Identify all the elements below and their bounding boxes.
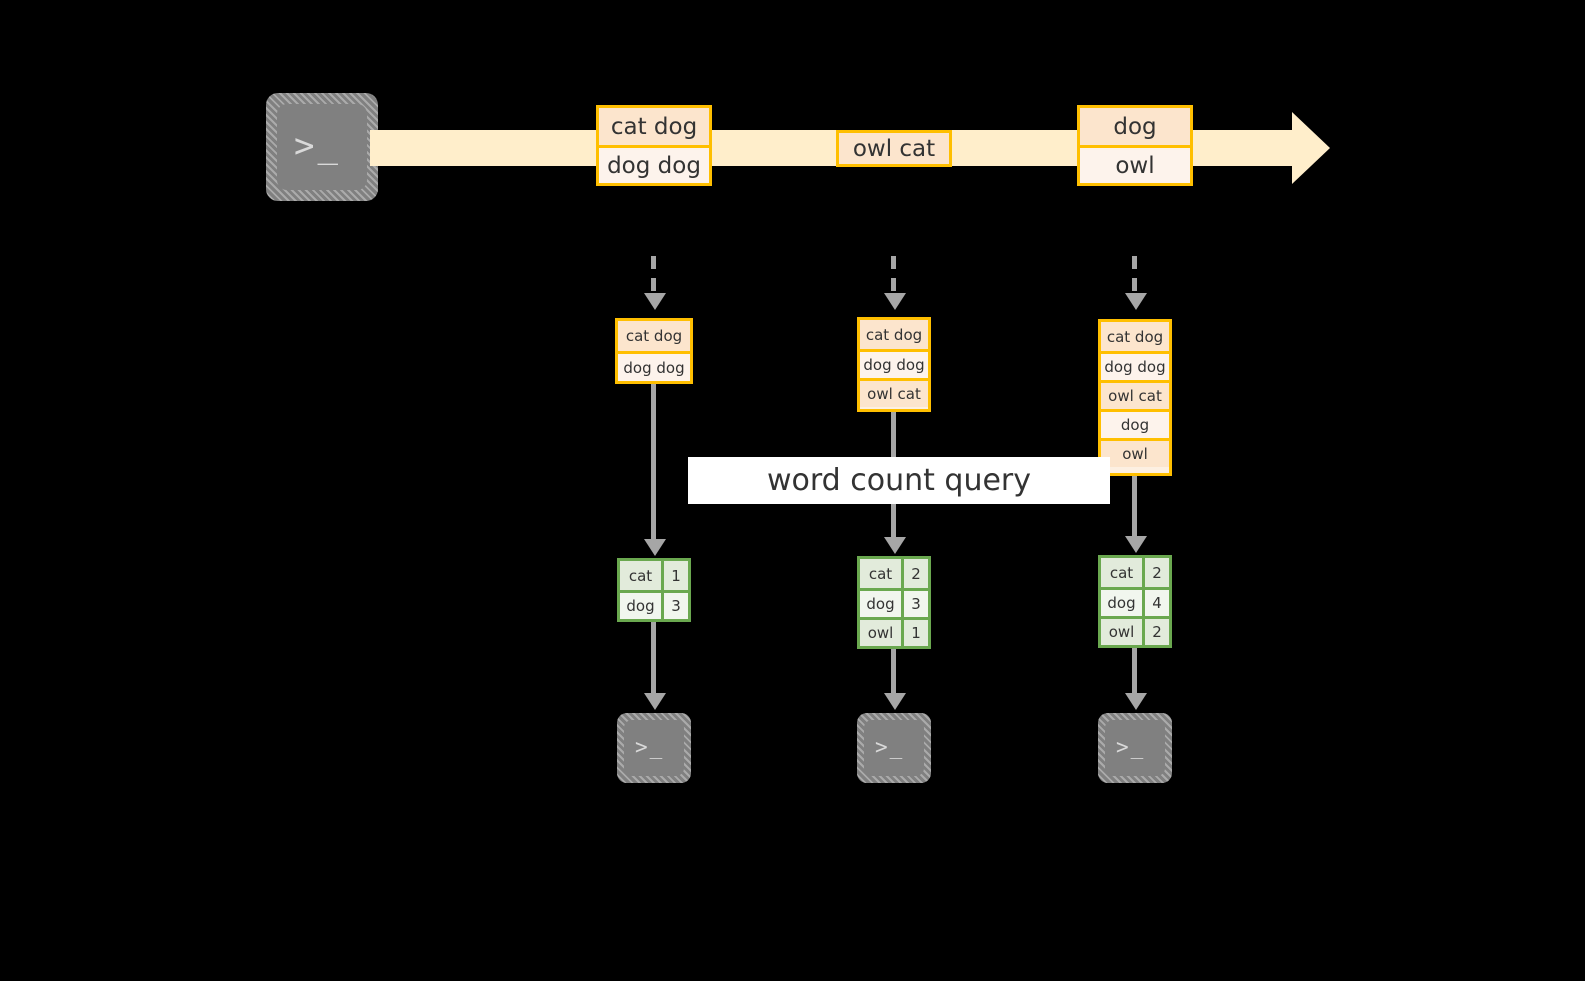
- input-table-row: cat dog: [618, 321, 690, 351]
- result-row: dog 3: [620, 590, 688, 619]
- stream-event-line: dog dog: [599, 145, 709, 183]
- trigger-3-query-arrow-head: [1125, 536, 1147, 553]
- result-row: owl 2: [1101, 616, 1169, 645]
- result-row: cat 2: [860, 559, 928, 588]
- result-word: cat: [1101, 558, 1145, 587]
- terminal-prompt-text: >_: [875, 735, 905, 759]
- trigger-2-sink-connector: [891, 649, 896, 694]
- query-label: word count query: [688, 457, 1110, 504]
- result-row: dog 4: [1101, 587, 1169, 616]
- trigger-2-input-table: cat dog dog dog owl cat: [857, 317, 931, 412]
- terminal-screen: [864, 720, 924, 776]
- terminal-screen: [1105, 720, 1165, 776]
- trigger-1-query-connector: [651, 384, 656, 540]
- input-table-row: dog: [1101, 409, 1169, 438]
- input-table-row: cat dog: [860, 320, 928, 349]
- result-count: 2: [904, 559, 928, 588]
- input-table-row: owl cat: [860, 378, 928, 407]
- stream-arrow-head: [1292, 112, 1330, 184]
- trigger-1-query-arrow-head: [644, 539, 666, 556]
- result-row: owl 1: [860, 617, 928, 646]
- trigger-1-input-table: cat dog dog dog: [615, 318, 693, 384]
- input-table-row: dog dog: [1101, 351, 1169, 380]
- source-terminal-icon: >_: [266, 93, 378, 201]
- result-word: owl: [1101, 619, 1145, 645]
- input-table-row: owl cat: [1101, 380, 1169, 409]
- input-table-row: dog dog: [860, 349, 928, 378]
- result-count: 3: [904, 591, 928, 617]
- terminal-prompt-text: >_: [635, 735, 665, 759]
- trigger-2-sink-terminal-icon: >_: [857, 713, 931, 783]
- trigger-2-dashed-arrow-head: [884, 293, 906, 310]
- result-row: dog 3: [860, 588, 928, 617]
- trigger-1-result-table: cat 1 dog 3: [617, 558, 691, 622]
- stream-event-line: cat dog: [599, 108, 709, 145]
- trigger-1-sink-terminal-icon: >_: [617, 713, 691, 783]
- trigger-1-sink-connector: [651, 622, 656, 694]
- input-table-row: dog dog: [618, 351, 690, 381]
- result-count: 1: [904, 620, 928, 646]
- result-count: 3: [664, 593, 688, 619]
- result-word: cat: [860, 559, 904, 588]
- stream-event-line: dog: [1080, 108, 1190, 145]
- result-count: 1: [664, 561, 688, 590]
- result-word: owl: [860, 620, 904, 646]
- trigger-3-result-table: cat 2 dog 4 owl 2: [1098, 555, 1172, 648]
- trigger-3-query-connector: [1132, 476, 1137, 538]
- input-table-row: owl: [1101, 438, 1169, 467]
- result-word: dog: [1101, 590, 1145, 616]
- terminal-screen: [277, 104, 367, 190]
- trigger-1-dashed-arrow-head: [644, 293, 666, 310]
- stream-event-group-3: dog owl: [1077, 105, 1193, 186]
- result-count: 2: [1145, 558, 1169, 587]
- result-count: 4: [1145, 590, 1169, 616]
- result-count: 2: [1145, 619, 1169, 645]
- trigger-3-dashed-arrow-head: [1125, 293, 1147, 310]
- terminal-screen: [624, 720, 684, 776]
- trigger-3-sink-arrow-head: [1125, 693, 1147, 710]
- result-row: cat 1: [620, 561, 688, 590]
- trigger-3-input-table: cat dog dog dog owl cat dog owl: [1098, 319, 1172, 476]
- terminal-prompt-text: >_: [1116, 735, 1146, 759]
- trigger-3-sink-terminal-icon: >_: [1098, 713, 1172, 783]
- result-word: cat: [620, 561, 664, 590]
- trigger-3-dashed-connector: [1132, 256, 1137, 294]
- result-word: dog: [620, 593, 664, 619]
- trigger-2-dashed-connector: [891, 256, 896, 294]
- terminal-prompt-text: >_: [294, 126, 341, 166]
- trigger-2-result-table: cat 2 dog 3 owl 1: [857, 556, 931, 649]
- trigger-2-query-arrow-head: [884, 537, 906, 554]
- stream-event-group-2: owl cat: [836, 130, 952, 167]
- trigger-2-sink-arrow-head: [884, 693, 906, 710]
- trigger-1-dashed-connector: [651, 256, 656, 294]
- stream-event-line: owl cat: [839, 133, 949, 164]
- input-table-row: cat dog: [1101, 322, 1169, 351]
- stream-event-group-1: cat dog dog dog: [596, 105, 712, 186]
- stream-event-line: owl: [1080, 145, 1190, 183]
- trigger-3-sink-connector: [1132, 648, 1137, 694]
- trigger-1-sink-arrow-head: [644, 693, 666, 710]
- result-word: dog: [860, 591, 904, 617]
- result-row: cat 2: [1101, 558, 1169, 587]
